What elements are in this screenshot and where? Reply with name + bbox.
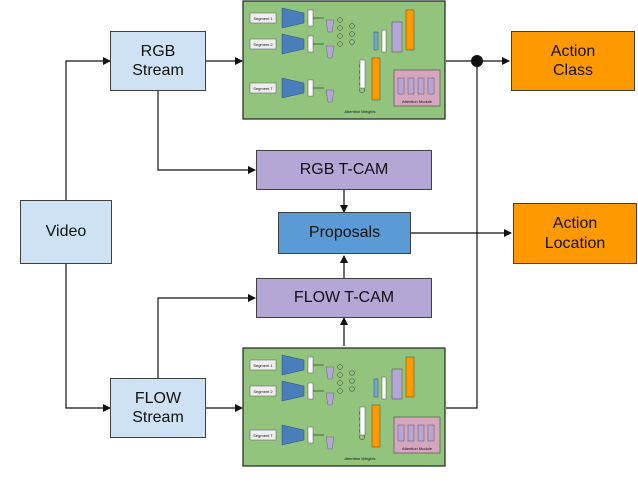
fc-layer [373, 378, 379, 398]
module-layer [397, 77, 405, 95]
attention-module-label: Attention Module [402, 446, 433, 451]
node-circle [337, 364, 343, 370]
node-circle [349, 39, 355, 45]
node-circle [337, 372, 343, 378]
pooled-vector [381, 376, 387, 400]
action-class-label: Action Class [550, 42, 596, 79]
line-flow-network-to-junction [446, 61, 478, 409]
node-circle [349, 23, 355, 29]
feature-vector [307, 426, 314, 444]
attention-block [325, 366, 335, 380]
attention-block [325, 45, 335, 59]
cnn-trapezoid [281, 424, 305, 446]
action-class-box: Action Class [511, 31, 635, 91]
feature-vector [307, 35, 314, 53]
attention-module-label: Attention Module [402, 99, 433, 104]
module-layer [417, 77, 425, 95]
node-circle [349, 31, 355, 37]
module-layer [427, 77, 435, 95]
segment-box [249, 385, 277, 397]
attention-block [325, 89, 335, 103]
pooled-vector [381, 29, 387, 53]
node-circle [349, 370, 355, 376]
rgb-stream-label: RGB Stream [132, 42, 184, 79]
segment-label: Segment 1 [253, 16, 273, 21]
module-layer [427, 424, 435, 442]
attention-weights-label: Attention Weights [343, 109, 375, 114]
cnn-trapezoid [281, 354, 305, 376]
flow-network-graphic: Segment 1 Segment 2 Segment T Attention Wei… [242, 347, 446, 467]
loss-block [371, 57, 381, 101]
cnn-trapezoid [281, 380, 305, 402]
cnn-trapezoid [281, 33, 305, 55]
weight-vector [359, 59, 366, 89]
module-layer [417, 424, 425, 442]
arrow-video-to-flow-stream [65, 264, 111, 412]
flow-network-diagram: Segment 1 Segment 2 Segment T Attention Wei… [242, 347, 446, 467]
proposals-label: Proposals [308, 224, 381, 242]
attention-weights-label: Attention Weights [343, 456, 375, 461]
rgb-tcam-box: RGB T-CAM [256, 150, 432, 190]
cnn-trapezoid [281, 7, 305, 29]
rgb-network-graphic: Segment 1 Segment 2 Segment T Attention Wei… [242, 0, 446, 120]
node-circle [349, 378, 355, 384]
fusion-junction-dot [471, 55, 483, 67]
attention-block [325, 19, 335, 33]
loss-block [371, 404, 381, 448]
action-location-label: Action Location [544, 215, 606, 252]
flow-stream-label: FLOW Stream [132, 389, 184, 426]
proposals-box: Proposals [278, 212, 411, 254]
node-circle [349, 386, 355, 392]
output-block [405, 356, 415, 398]
segment-label: Segment 2 [253, 42, 273, 47]
rgb-tcam-label: RGB T-CAM [299, 161, 389, 179]
segment-label: Segment T [253, 86, 273, 91]
video-box: Video [20, 200, 112, 264]
segment-box [249, 82, 277, 94]
rgb-stream-box: RGB Stream [110, 31, 206, 91]
node-circle [337, 33, 343, 39]
feature-vector [307, 79, 314, 97]
cnn-trapezoid [281, 77, 305, 99]
feature-vector [307, 9, 314, 27]
rgb-network-diagram: Segment 1 Segment 2 Segment T Attention Wei… [242, 0, 446, 120]
segment-label: Segment 1 [253, 363, 273, 368]
node-circle [337, 41, 343, 47]
classifier-block [391, 21, 403, 53]
feature-vector [307, 356, 314, 374]
feature-vector [307, 382, 314, 400]
module-layer [397, 424, 405, 442]
flow-tcam-label: FLOW T-CAM [293, 289, 395, 307]
fc-layer [373, 31, 379, 51]
segment-box [249, 38, 277, 50]
node-circle [337, 388, 343, 394]
module-layer [407, 424, 415, 442]
flow-stream-box: FLOW Stream [110, 378, 206, 438]
flow-tcam-box: FLOW T-CAM [256, 278, 432, 318]
segment-box [249, 12, 277, 24]
action-location-box: Action Location [513, 203, 637, 264]
video-label: Video [45, 223, 87, 241]
arrow-rgb-stream-to-rgb-tcam [157, 91, 256, 174]
weight-vector [359, 406, 366, 436]
module-layer [407, 77, 415, 95]
segment-box [249, 359, 277, 371]
arrow-flow-stream-to-flow-tcam [157, 294, 256, 378]
segment-label: Segment T [253, 433, 273, 438]
node-circle [337, 17, 343, 23]
attention-block [325, 392, 335, 406]
classifier-block [391, 368, 403, 400]
node-circle [337, 380, 343, 386]
segment-box [249, 429, 277, 441]
node-circle [337, 25, 343, 31]
segment-label: Segment 2 [253, 389, 273, 394]
output-block [405, 9, 415, 51]
arrow-video-to-rgb-stream [65, 57, 111, 200]
attention-block [325, 436, 335, 450]
